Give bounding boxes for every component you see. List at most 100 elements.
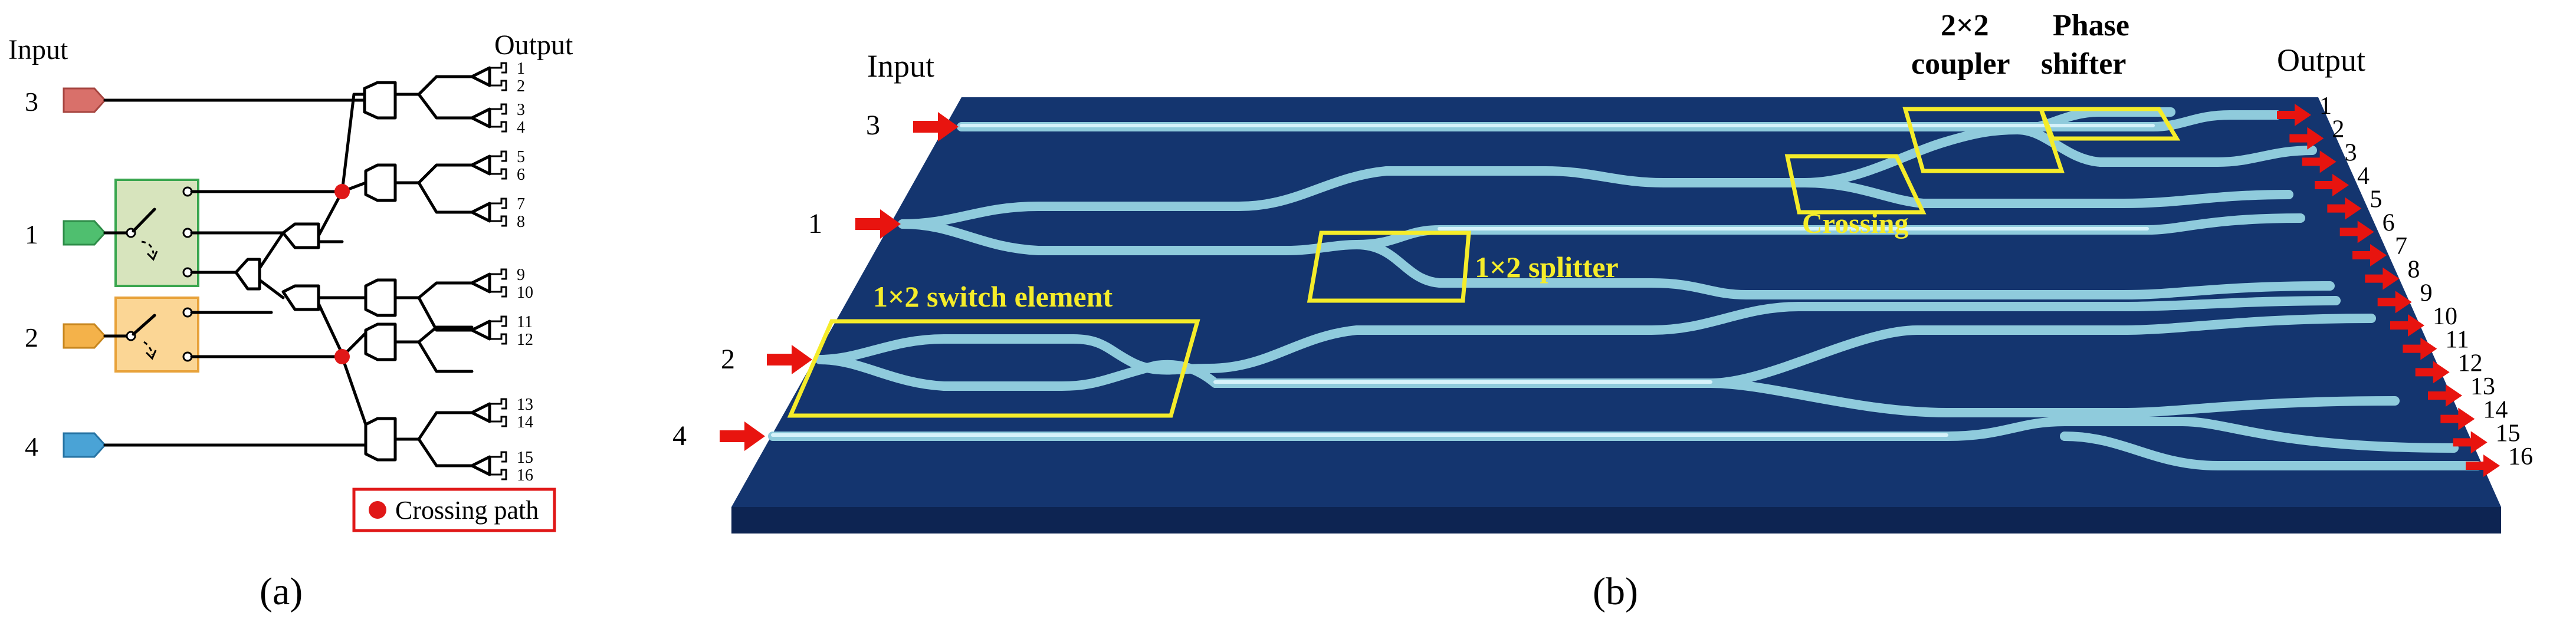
crossing-label: Crossing bbox=[1802, 208, 1909, 239]
input-arrow-3 bbox=[913, 112, 959, 141]
panel-b-output-11: 11 bbox=[2445, 327, 2469, 354]
panel-b-input-4: 4 bbox=[672, 420, 687, 452]
crossing-dot-2 bbox=[334, 349, 350, 364]
splitter-label: 1×2 splitter bbox=[1475, 251, 1619, 284]
output-port-13 bbox=[490, 398, 507, 410]
output-port-1 bbox=[490, 62, 507, 74]
input-port-2 bbox=[63, 323, 107, 349]
panel-a-output-16: 16 bbox=[517, 466, 533, 485]
panel-b: Input Output 1×2 s bbox=[672, 9, 2533, 613]
panel-a-output-11: 11 bbox=[517, 313, 533, 331]
panel-a-output-5: 5 bbox=[517, 148, 525, 166]
coupler-label-line1: 2×2 bbox=[1941, 9, 1989, 42]
panel-b-output-6: 6 bbox=[2383, 209, 2395, 236]
legend-text: Crossing path bbox=[395, 496, 539, 525]
panel-b-output-3: 3 bbox=[2345, 139, 2357, 166]
panel-a-input-4: 4 bbox=[25, 432, 38, 462]
output-arrow-14 bbox=[2440, 407, 2475, 430]
input-arrow-1 bbox=[855, 209, 901, 239]
coupler-label-line2: coupler bbox=[1911, 47, 2010, 81]
panel-b-output-12: 12 bbox=[2458, 350, 2483, 377]
panel-a-output-label: Output bbox=[494, 29, 573, 61]
output-port-3 bbox=[490, 103, 507, 115]
output-arrow-2 bbox=[2289, 127, 2324, 150]
switch-element-box bbox=[787, 319, 1200, 418]
phase-label-line1: Phase bbox=[2053, 9, 2129, 42]
output-arrow-11 bbox=[2403, 337, 2437, 360]
panel-b-output-5: 5 bbox=[2370, 186, 2382, 213]
output-arrow-13 bbox=[2428, 384, 2462, 407]
crossing-dot-1 bbox=[334, 184, 350, 199]
output-arrow-6 bbox=[2339, 220, 2374, 243]
output-port-10 bbox=[490, 286, 507, 298]
caption-a: (a) bbox=[260, 570, 303, 613]
panel-a-output-14: 14 bbox=[517, 413, 533, 432]
input-arrow-2 bbox=[767, 345, 812, 374]
caption-b: (b) bbox=[1593, 570, 1638, 613]
splitter-box bbox=[1307, 230, 1471, 303]
output-port-14 bbox=[490, 416, 507, 427]
output-port-6 bbox=[490, 168, 507, 180]
panel-a-output-13: 13 bbox=[517, 396, 533, 414]
input-port-4 bbox=[63, 432, 107, 458]
panel-b-input-3: 3 bbox=[866, 110, 880, 141]
panel-b-input-label: Input bbox=[867, 48, 934, 84]
output-port-16 bbox=[490, 469, 507, 480]
output-arrow-3 bbox=[2302, 150, 2337, 173]
panel-a-output-2: 2 bbox=[517, 77, 525, 95]
panel-b-output-2: 2 bbox=[2332, 116, 2344, 143]
coupler-box bbox=[1902, 107, 2065, 173]
output-arrow-15 bbox=[2453, 431, 2488, 454]
output-port-12 bbox=[490, 333, 507, 345]
switch-element-label: 1×2 switch element bbox=[873, 280, 1113, 313]
output-port-15 bbox=[490, 451, 507, 463]
output-arrow-1 bbox=[2277, 104, 2311, 126]
panel-b-output-15: 15 bbox=[2496, 420, 2521, 447]
waveguide-network bbox=[768, 107, 2482, 470]
panel-b-output-9: 9 bbox=[2420, 279, 2433, 307]
panel-a-output-15: 15 bbox=[517, 449, 533, 467]
output-port-4 bbox=[490, 121, 507, 133]
output-arrow-5 bbox=[2327, 197, 2362, 220]
panel-a-input-1: 1 bbox=[25, 219, 38, 249]
output-port-11 bbox=[490, 315, 507, 327]
panel-b-output-8: 8 bbox=[2407, 256, 2420, 284]
panel-a-output-7: 7 bbox=[517, 195, 525, 213]
panel-b-output-label: Output bbox=[2277, 42, 2365, 78]
panel-a-input-label: Input bbox=[8, 34, 68, 65]
output-arrow-16 bbox=[2466, 455, 2500, 477]
phase-label-line2: shifter bbox=[2041, 47, 2126, 81]
output-arrow-7 bbox=[2352, 244, 2387, 266]
panel-b-output-14: 14 bbox=[2483, 397, 2508, 424]
substrate-edge bbox=[731, 507, 2501, 534]
panel-b-output-4: 4 bbox=[2357, 163, 2370, 190]
panel-b-output-7: 7 bbox=[2395, 233, 2407, 260]
output-port-8 bbox=[490, 215, 507, 227]
panel-a-output-4: 4 bbox=[517, 118, 525, 137]
phase-shifter-box bbox=[2037, 107, 2181, 141]
panel-b-input-1: 1 bbox=[808, 208, 822, 239]
panel-b-output-10: 10 bbox=[2433, 303, 2457, 330]
panel-a-input-2: 2 bbox=[25, 322, 38, 353]
panel-b-input-2: 2 bbox=[721, 344, 735, 375]
output-port-7 bbox=[490, 197, 507, 209]
input-arrow-4 bbox=[720, 421, 765, 451]
output-port-9 bbox=[490, 268, 507, 280]
panel-b-output-16: 16 bbox=[2508, 443, 2533, 470]
panel-b-output-13: 13 bbox=[2470, 373, 2495, 400]
panel-a-output-10: 10 bbox=[517, 284, 533, 302]
output-arrow-9 bbox=[2377, 291, 2412, 314]
panel-a-output-6: 6 bbox=[517, 166, 525, 184]
panel-a-input-3: 3 bbox=[25, 87, 38, 117]
panel-a-output-splitters bbox=[470, 66, 491, 476]
panel-b-output-1: 1 bbox=[2319, 93, 2332, 120]
legend-crossing-dot bbox=[369, 501, 386, 519]
legend-box bbox=[352, 488, 556, 532]
panel-a-output-12: 12 bbox=[517, 331, 533, 349]
input-arrows bbox=[720, 112, 959, 451]
output-port-2 bbox=[490, 80, 507, 91]
input-port-1 bbox=[63, 220, 107, 246]
